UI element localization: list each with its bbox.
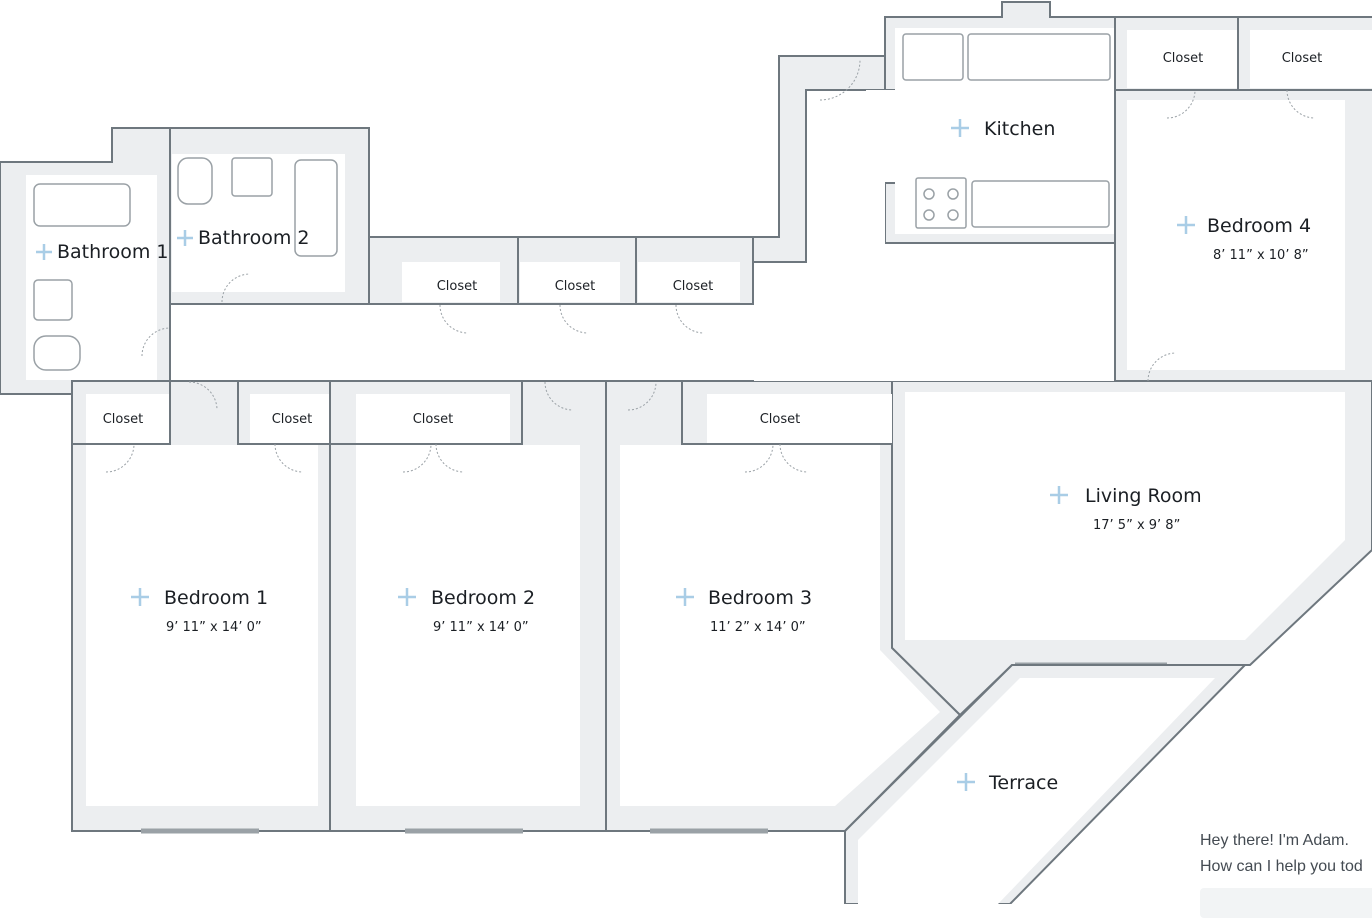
toilet-icon [33, 335, 81, 371]
room-bedroom-1[interactable] [71, 380, 331, 834]
room-kitchen[interactable] [866, 1, 1116, 244]
refrigerator-icon [902, 33, 964, 81]
closet-label: Closet [673, 279, 714, 294]
room-bedroom-4[interactable] [1114, 16, 1372, 383]
closet-label: Closet [1282, 51, 1323, 66]
stove-icon [915, 177, 967, 229]
svg-text:Bedroom 2: Bedroom 2 [431, 587, 535, 609]
closet-label: Closet [272, 412, 313, 427]
closet-label: Closet [1163, 51, 1204, 66]
plus-marker-icon [36, 244, 52, 260]
label-bedroom-1: Bedroom 1 9’ 11” x 14’ 0” [131, 587, 268, 635]
chat-line-2: How can I help you tod [1200, 858, 1363, 875]
closet-labels: Closet Closet Closet Closet Closet Close… [103, 51, 1323, 427]
bathtub-icon [294, 159, 338, 257]
plus-marker-icon [1177, 216, 1195, 234]
room-bathroom-2[interactable] [169, 127, 370, 305]
chat-greeting: Hey there! I'm Adam. How can I help you … [1200, 828, 1363, 880]
closet-label: Closet [103, 412, 144, 427]
hall-closets [368, 236, 754, 305]
label-bathroom-1: Bathroom 1 [36, 241, 168, 263]
label-bathroom-2: Bathroom 2 [177, 227, 309, 249]
plus-marker-icon [1050, 486, 1068, 504]
plus-marker-icon [131, 588, 149, 606]
label-bedroom-3: Bedroom 3 11’ 2” x 14’ 0” [676, 587, 812, 635]
label-living-room: Living Room 17’ 5” x 9’ 8” [1050, 485, 1202, 533]
svg-text:Bathroom 2: Bathroom 2 [198, 227, 309, 249]
svg-text:Bathroom 1: Bathroom 1 [57, 241, 168, 263]
room-bedroom-3[interactable] [605, 380, 962, 834]
label-kitchen: Kitchen [951, 118, 1055, 140]
room-living[interactable] [891, 380, 1372, 717]
counter-sink-icon [967, 33, 1111, 81]
room-terrace[interactable] [844, 664, 1248, 904]
chat-line-1: Hey there! I'm Adam. [1200, 832, 1349, 849]
closet-label: Closet [760, 412, 801, 427]
closet-label: Closet [413, 412, 454, 427]
plus-marker-icon [676, 588, 694, 606]
svg-text:17’ 5” x 9’ 8”: 17’ 5” x 9’ 8” [1093, 518, 1180, 533]
svg-text:Living Room: Living Room [1085, 485, 1202, 507]
label-terrace: Terrace [957, 772, 1058, 794]
sink-icon [33, 279, 73, 321]
svg-text:9’ 11” x 14’ 0”: 9’ 11” x 14’ 0” [166, 620, 262, 635]
chat-input[interactable] [1200, 888, 1372, 918]
plus-marker-icon [398, 588, 416, 606]
svg-text:Bedroom 1: Bedroom 1 [164, 587, 268, 609]
door-swings [105, 59, 1316, 473]
bathtub-icon [33, 183, 131, 227]
room-bathroom-1[interactable] [0, 127, 171, 395]
label-bedroom-2: Bedroom 2 9’ 11” x 14’ 0” [398, 587, 535, 635]
plus-marker-icon [177, 230, 193, 246]
room-bedroom-2[interactable] [329, 380, 607, 834]
closet-label: Closet [555, 279, 596, 294]
svg-text:11’ 2” x 14’ 0”: 11’ 2” x 14’ 0” [710, 620, 806, 635]
svg-text:9’ 11” x 14’ 0”: 9’ 11” x 14’ 0” [433, 620, 529, 635]
counter-icon [971, 180, 1110, 228]
closet-label: Closet [437, 279, 478, 294]
svg-text:Bedroom 3: Bedroom 3 [708, 587, 812, 609]
svg-text:Kitchen: Kitchen [984, 118, 1055, 140]
toilet-icon [177, 157, 213, 205]
label-bedroom-4: Bedroom 4 8’ 11” x 10’ 8” [1177, 215, 1311, 263]
plus-marker-icon [957, 773, 975, 791]
sink-icon [231, 157, 273, 197]
svg-text:8’ 11” x 10’ 8”: 8’ 11” x 10’ 8” [1213, 248, 1309, 263]
svg-text:Bedroom 4: Bedroom 4 [1207, 215, 1311, 237]
plus-marker-icon [951, 119, 969, 137]
svg-text:Terrace: Terrace [988, 772, 1058, 794]
